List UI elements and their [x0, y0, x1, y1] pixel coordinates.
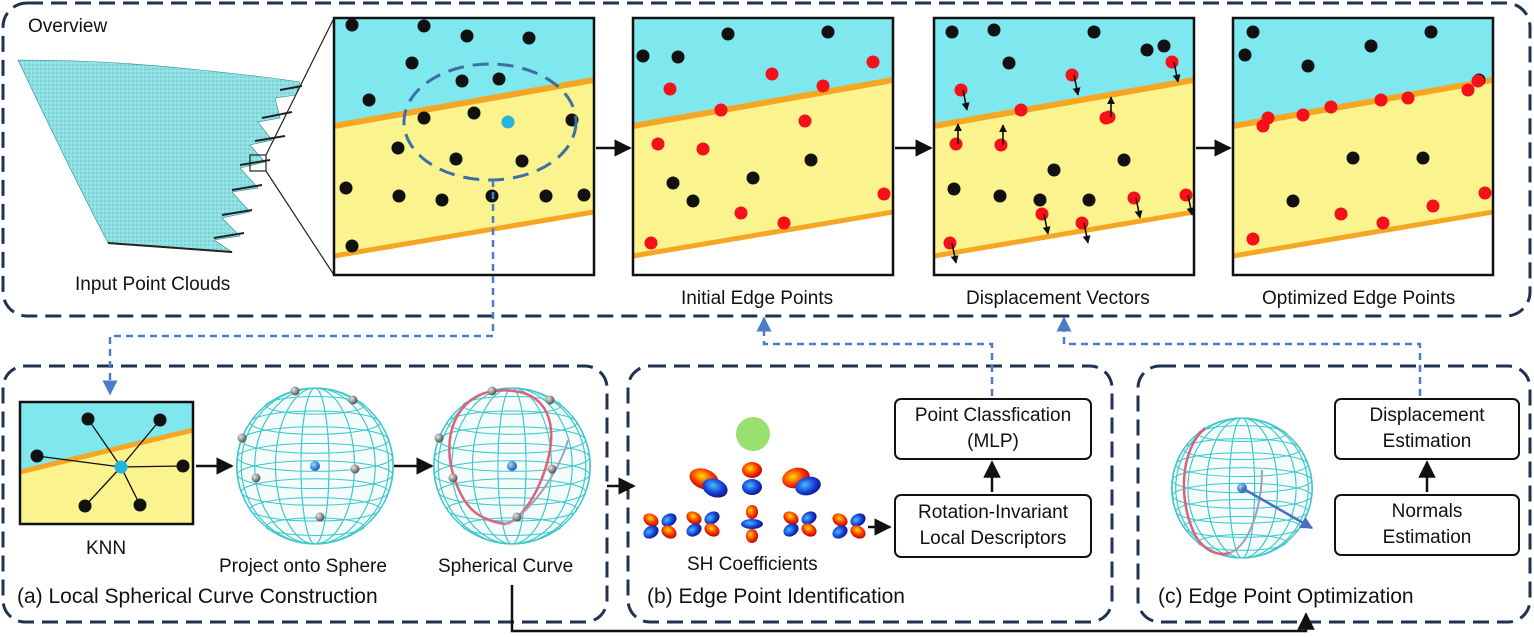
- sphere-curve: [433, 386, 591, 545]
- sh-coefficients-label: SH Coefficients: [687, 554, 818, 575]
- displacement-estimation-line1: Displacement: [1369, 405, 1485, 426]
- optimized-edge-points-caption: Optimized Edge Points: [1262, 288, 1456, 309]
- connector-neighborhood-to-knn: [102, 180, 495, 396]
- normals-estimation-box: Normals Estimation: [1334, 494, 1520, 556]
- panel4-points: [1238, 25, 1492, 246]
- normals-estimation-line1: Normals: [1391, 501, 1463, 522]
- rotation-invariant-descriptors-box: Rotation-Invariant Local Descriptors: [894, 494, 1092, 558]
- input-point-clouds-label: Input Point Clouds: [75, 274, 231, 295]
- arrow-a-to-c: [510, 585, 1315, 633]
- neighborhood-ellipse: [402, 62, 578, 182]
- overview-panel-displacement: [932, 16, 1196, 277]
- overview-frame: [1, 1, 1532, 318]
- section-c-frame: [1136, 364, 1532, 624]
- displacement-estimation-box: Displacement Estimation: [1334, 398, 1520, 460]
- displacement-vectors-caption: Displacement Vectors: [966, 288, 1150, 309]
- project-onto-sphere-label: Project onto Sphere: [219, 556, 387, 577]
- panel1-points: [339, 18, 591, 253]
- point-classification-line2: (MLP): [967, 431, 1019, 452]
- section-b-title: (b) Edge Point Identification: [647, 585, 905, 608]
- section-a-title: (a) Local Spherical Curve Construction: [17, 585, 378, 608]
- knn-label: KNN: [86, 538, 127, 559]
- query-point: [501, 115, 515, 129]
- displacement-estimation-line2: Estimation: [1382, 431, 1472, 452]
- point-classification-line1: Point Classfication: [914, 405, 1072, 426]
- descriptors-line1: Rotation-Invariant: [918, 502, 1068, 523]
- overview-title: Overview: [28, 16, 108, 37]
- section-a-frame: [1, 364, 609, 624]
- panel3-points: [943, 23, 1195, 264]
- connector-classification-to-initial: [756, 316, 994, 396]
- descriptors-line2: Local Descriptors: [919, 528, 1067, 549]
- initial-edge-points-caption: Initial Edge Points: [681, 288, 834, 309]
- overview-panel-optimized: [1231, 16, 1495, 277]
- input-point-cloud: [17, 17, 335, 276]
- zoom-region: [249, 154, 267, 172]
- sphere-projection: [236, 386, 394, 545]
- panel2-points: [636, 25, 891, 250]
- knn-panel: [18, 400, 195, 526]
- spherical-curve-label: Spherical Curve: [438, 556, 574, 577]
- normals-estimation-line2: Estimation: [1382, 527, 1472, 548]
- section-c-title: (c) Edge Point Optimization: [1158, 585, 1414, 608]
- sh-coefficients-visual: [643, 417, 866, 543]
- sphere-normal: [1171, 417, 1314, 559]
- overview-panel-input-zoom: [332, 16, 596, 277]
- connector-displacement-to-vectors: [1056, 316, 1422, 396]
- point-classification-box: Point Classfication (MLP): [894, 398, 1092, 460]
